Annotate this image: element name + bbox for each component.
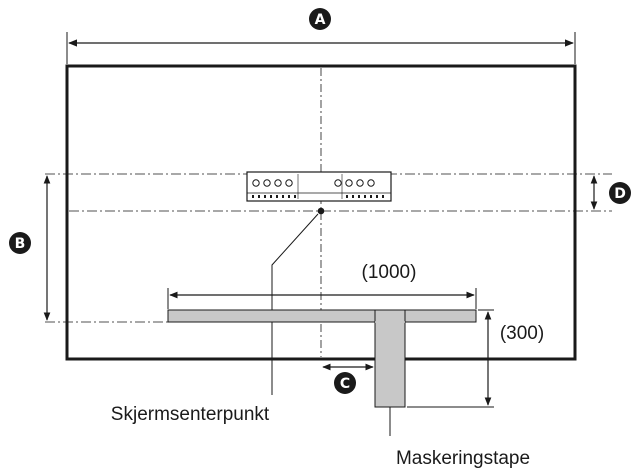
dimension-1000: (1000) xyxy=(167,262,477,309)
dimension-c: C xyxy=(322,363,374,394)
screen-center-point xyxy=(317,207,325,215)
badge-c-label: C xyxy=(340,376,350,392)
masking-tape-label: Maskeringstape xyxy=(396,448,530,469)
badge-d xyxy=(609,182,631,204)
dimension-300-label: (300) xyxy=(500,323,544,344)
badge-c xyxy=(334,372,356,394)
badge-b xyxy=(9,232,31,254)
tv-screen-outline xyxy=(65,64,577,361)
badge-a xyxy=(309,8,331,30)
screen-center-leader xyxy=(271,213,319,395)
masking-tape-horizontal xyxy=(167,309,477,323)
dimension-d: D xyxy=(590,175,631,210)
dimension-300: (300) xyxy=(407,309,544,408)
dimension-b: B xyxy=(9,175,51,321)
badge-d-label: D xyxy=(614,186,626,202)
dimension-a: A xyxy=(66,8,576,64)
screen-center-label: Skjermsenterpunkt xyxy=(111,404,270,425)
badge-a-label: A xyxy=(315,12,326,28)
wall-mount-bracket xyxy=(246,171,392,202)
badge-b-label: B xyxy=(15,236,26,252)
masking-tape-vertical xyxy=(374,309,406,408)
dimension-1000-label: (1000) xyxy=(362,262,417,283)
